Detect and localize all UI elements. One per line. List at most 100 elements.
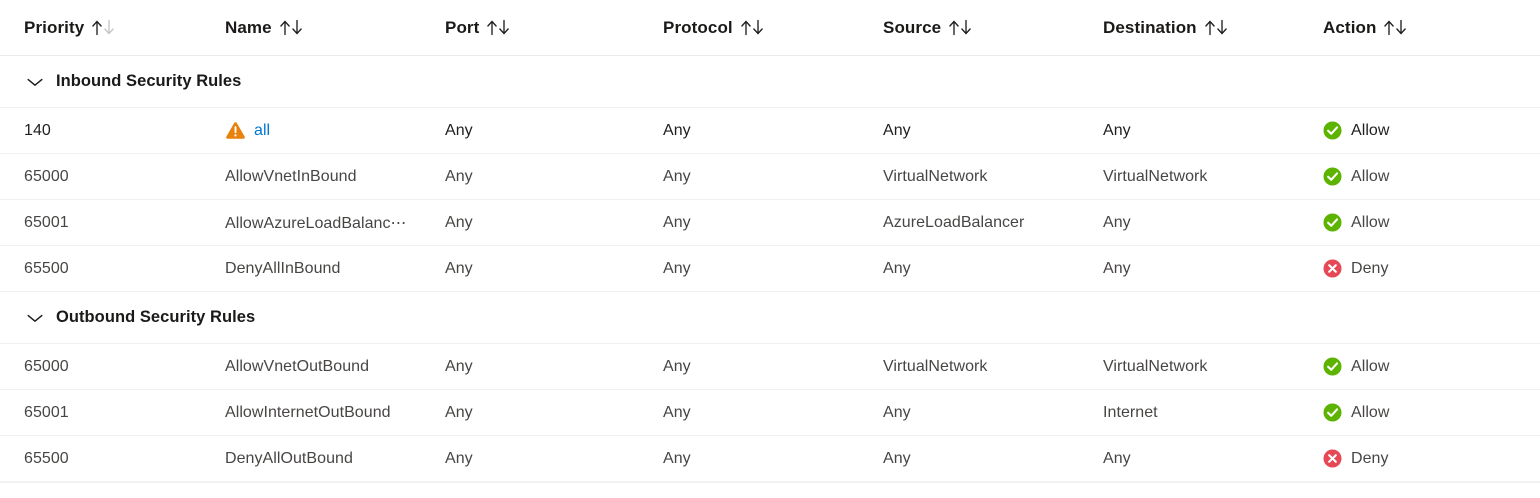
column-header-label: Port — [445, 17, 480, 37]
cell-action: Deny — [1323, 449, 1540, 468]
rule-name-text: AllowVnetInBound — [225, 167, 357, 185]
cell-port: Any — [445, 358, 663, 376]
deny-cross-icon — [1323, 259, 1342, 278]
cell-source: AzureLoadBalancer — [883, 214, 1103, 232]
cell-protocol: Any — [663, 260, 883, 278]
chevron-down-icon[interactable] — [26, 312, 48, 324]
destination-value: Any — [1103, 121, 1131, 139]
cell-source: VirtualNetwork — [883, 358, 1103, 376]
source-value: Any — [883, 403, 911, 421]
deny-cross-icon — [1323, 449, 1342, 468]
sort-ascending-icon — [91, 19, 117, 36]
action-label: Deny — [1351, 449, 1389, 467]
cell-destination: Any — [1103, 122, 1323, 140]
sort-icon — [486, 19, 512, 36]
port-value: Any — [445, 121, 473, 139]
cell-source: Any — [883, 450, 1103, 468]
action-label: Allow — [1351, 357, 1390, 375]
column-header-action[interactable]: Action — [1323, 18, 1540, 38]
cell-protocol: Any — [663, 214, 883, 232]
allow-check-icon — [1323, 403, 1342, 422]
port-value: Any — [445, 213, 473, 231]
priority-value: 65001 — [24, 403, 69, 421]
cell-port: Any — [445, 260, 663, 278]
sort-icon — [948, 19, 974, 36]
chevron-down-icon[interactable] — [26, 76, 48, 88]
cell-port: Any — [445, 168, 663, 186]
cell-action: Allow — [1323, 403, 1540, 422]
destination-value: Any — [1103, 259, 1131, 277]
source-value: AzureLoadBalancer — [883, 213, 1025, 231]
action-label: Allow — [1351, 121, 1390, 139]
rule-name-text: DenyAllInBound — [225, 259, 341, 277]
sort-icon — [1204, 19, 1230, 36]
cell-destination: Any — [1103, 260, 1323, 278]
group-header-row[interactable]: Inbound Security Rules — [0, 56, 1540, 108]
cell-name: AllowAzureLoadBalanc⋯ — [225, 213, 445, 233]
source-value: VirtualNetwork — [883, 357, 988, 375]
protocol-value: Any — [663, 259, 691, 277]
cell-name: AllowVnetOutBound — [225, 358, 445, 376]
cell-destination: Any — [1103, 450, 1323, 468]
rule-name-link[interactable]: all — [254, 121, 271, 139]
column-header-label: Action — [1323, 17, 1377, 37]
sort-icon — [279, 19, 305, 36]
priority-value: 65000 — [24, 357, 69, 375]
cell-priority: 140 — [0, 122, 225, 140]
rule-name-text: DenyAllOutBound — [225, 449, 353, 467]
group-header-label: Outbound Security Rules — [56, 308, 256, 326]
cell-action: Allow — [1323, 121, 1540, 140]
column-header-port[interactable]: Port — [445, 18, 663, 38]
rule-name-text: AllowAzureLoadBalanc⋯ — [225, 214, 407, 232]
protocol-value: Any — [663, 357, 691, 375]
column-header-label: Source — [883, 17, 942, 37]
cell-action: Allow — [1323, 167, 1540, 186]
column-header-destination[interactable]: Destination — [1103, 18, 1323, 38]
cell-protocol: Any — [663, 358, 883, 376]
cell-priority: 65500 — [0, 260, 225, 278]
destination-value: VirtualNetwork — [1103, 167, 1208, 185]
port-value: Any — [445, 357, 473, 375]
column-header-protocol[interactable]: Protocol — [663, 18, 883, 38]
cell-name: AllowVnetInBound — [225, 168, 445, 186]
group-header-label: Inbound Security Rules — [56, 72, 242, 90]
column-header-label: Priority — [24, 17, 85, 37]
grid-bottom-divider — [0, 482, 1540, 483]
column-header-label: Destination — [1103, 17, 1197, 37]
destination-value: Any — [1103, 213, 1131, 231]
column-header-name[interactable]: Name — [225, 18, 445, 38]
cell-port: Any — [445, 404, 663, 422]
column-header-label: Protocol — [663, 17, 733, 37]
allow-check-icon — [1323, 213, 1342, 232]
protocol-value: Any — [663, 403, 691, 421]
cell-destination: VirtualNetwork — [1103, 168, 1323, 186]
destination-value: VirtualNetwork — [1103, 357, 1208, 375]
cell-source: Any — [883, 404, 1103, 422]
cell-name: AllowInternetOutBound — [225, 404, 445, 422]
cell-protocol: Any — [663, 404, 883, 422]
cell-source: Any — [883, 260, 1103, 278]
cell-priority: 65500 — [0, 450, 225, 468]
sort-icon — [740, 19, 766, 36]
source-value: Any — [883, 259, 911, 277]
column-header-source[interactable]: Source — [883, 18, 1103, 38]
column-header-priority[interactable]: Priority — [0, 18, 225, 38]
port-value: Any — [445, 259, 473, 277]
cell-protocol: Any — [663, 122, 883, 140]
destination-value: Any — [1103, 449, 1131, 467]
cell-name: DenyAllOutBound — [225, 450, 445, 468]
protocol-value: Any — [663, 449, 691, 467]
port-value: Any — [445, 403, 473, 421]
cell-source: Any — [883, 122, 1103, 140]
cell-name: all — [225, 121, 445, 140]
cell-destination: VirtualNetwork — [1103, 358, 1323, 376]
group-header-row[interactable]: Outbound Security Rules — [0, 292, 1540, 344]
